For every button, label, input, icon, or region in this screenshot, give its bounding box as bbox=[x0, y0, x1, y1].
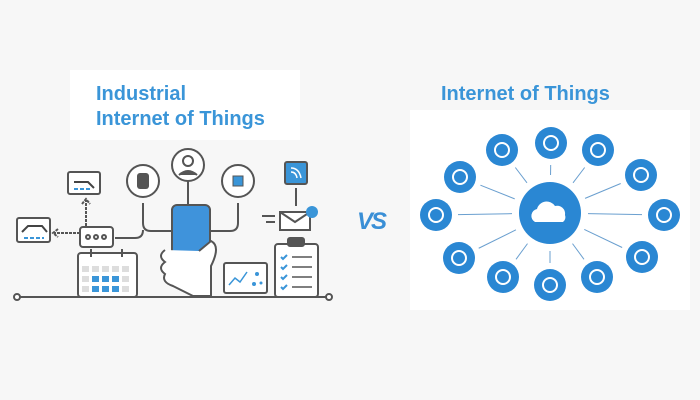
iiot-title-line2: Internet of Things bbox=[96, 108, 265, 130]
user-icon bbox=[171, 148, 205, 182]
baseline-start-dot bbox=[13, 293, 21, 301]
calendar-icon bbox=[77, 249, 138, 298]
left-panel bbox=[70, 70, 300, 140]
connection-arrow bbox=[478, 229, 517, 249]
arrow-up bbox=[81, 197, 91, 226]
iot-title: Internet of Things bbox=[441, 83, 610, 105]
iiot-title: Industrial Internet of Things bbox=[96, 82, 265, 132]
connector bbox=[142, 203, 171, 232]
gamepad-icon bbox=[443, 242, 475, 274]
connection-arrow bbox=[480, 184, 515, 200]
home-icon bbox=[444, 161, 476, 193]
microphone-icon bbox=[486, 134, 518, 166]
tools-icon bbox=[535, 127, 567, 159]
smartphone-icon bbox=[487, 261, 519, 293]
chip-square-icon bbox=[581, 261, 613, 293]
headphones-icon bbox=[582, 134, 614, 166]
iiot-illustration bbox=[13, 148, 333, 301]
connection-arrow bbox=[515, 243, 528, 260]
iot-diagram bbox=[420, 127, 680, 301]
chart-tablet-icon bbox=[223, 262, 268, 294]
baseline-end-dot bbox=[325, 293, 333, 301]
lightbulb-icon bbox=[420, 199, 452, 231]
wifi-signal-icon bbox=[284, 161, 308, 185]
iiot-title-line1: Industrial bbox=[96, 83, 187, 105]
robot-arm-icon bbox=[67, 171, 101, 195]
connection-arrow bbox=[572, 167, 586, 184]
arrow-left bbox=[51, 228, 80, 238]
monitor-icon bbox=[648, 199, 680, 231]
cloud-icon bbox=[519, 182, 581, 244]
connection-arrow bbox=[572, 243, 585, 260]
connection-arrow bbox=[514, 167, 528, 184]
clipboard-checklist-icon bbox=[274, 237, 319, 298]
robot-arm-icon bbox=[16, 217, 51, 243]
connector bbox=[115, 229, 144, 239]
chat-bubble-icon bbox=[79, 226, 114, 248]
hand-icon bbox=[160, 239, 217, 297]
vs-label: VS bbox=[357, 208, 387, 235]
notification-dot-icon bbox=[306, 206, 318, 218]
robot-icon bbox=[126, 164, 160, 198]
envelope-icon bbox=[262, 211, 311, 231]
connection-arrow bbox=[587, 213, 643, 216]
wifi-icon bbox=[626, 241, 658, 273]
user-icon bbox=[534, 269, 566, 301]
gear-icon bbox=[625, 159, 657, 191]
connector bbox=[210, 203, 239, 232]
connection-arrow bbox=[584, 228, 623, 248]
chip-icon bbox=[221, 164, 255, 198]
connection-arrow bbox=[584, 183, 621, 199]
connection-arrow bbox=[457, 213, 513, 216]
